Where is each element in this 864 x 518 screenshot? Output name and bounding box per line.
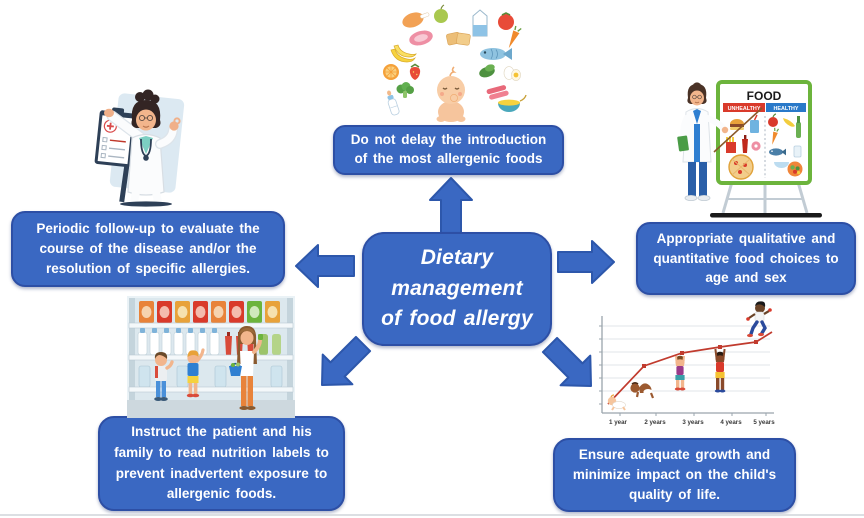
- box-left-follow-up: Periodic follow-up to evaluate the cours…: [11, 211, 285, 287]
- box-bottom-right-growth: Ensure adequate growth and minimize impa…: [553, 438, 796, 512]
- kneeling-child-figure: [674, 355, 686, 391]
- growth-label-3years: 3 years: [682, 419, 704, 426]
- doctor-poster-icon: FOOD UNHEALTHY HEALTHY: [677, 80, 822, 218]
- toddler-figure: [186, 348, 205, 398]
- crawling-baby-figure: [607, 394, 626, 411]
- poster-title: FOOD: [747, 89, 782, 103]
- standing-child-figure: [714, 348, 726, 393]
- poster-healthy-foods: [768, 113, 803, 177]
- doctor-figure: [677, 82, 729, 202]
- running-child-figure: [746, 301, 772, 338]
- easel-base: [710, 213, 822, 218]
- box-right-food-choices: Appropriate qualitative and quantitative…: [636, 222, 856, 295]
- growth-label-5years: 5 years: [753, 419, 775, 426]
- snack-packets-shelf: [139, 301, 280, 323]
- grocery-store-icon: [127, 296, 295, 418]
- pointer-stick: [713, 107, 763, 153]
- poster-unhealthy-foods: [726, 114, 761, 180]
- jars-shelf: [138, 365, 283, 388]
- arrow-down-left: [321, 335, 372, 386]
- bottom-divider: [0, 514, 864, 516]
- center-title-box: Dietary management of food allergy: [362, 232, 552, 346]
- box-top-introduction: Do not delay the introduction of the mos…: [333, 125, 564, 175]
- growth-chart-icon: 1 year 2 years 3 years 4 years 5 years: [599, 301, 775, 426]
- poster-unhealthy-label: UNHEALTHY: [728, 106, 761, 112]
- growth-label-2years: 2 years: [644, 419, 666, 426]
- baby-foods-icon: [383, 4, 527, 125]
- mother-figure: [229, 326, 263, 410]
- grocery-store-illustration: [127, 296, 295, 418]
- growth-label-4years: 4 years: [720, 419, 742, 426]
- growth-label-1year: 1 year: [609, 419, 627, 426]
- doctor-clipboard-illustration: [80, 86, 208, 208]
- box-bottom-left-labels: Instruct the patient and his family to r…: [98, 416, 345, 511]
- growth-chart-illustration: 1 year 2 years 3 years 4 years 5 years: [594, 300, 780, 438]
- baby-foods-illustration: [373, 2, 531, 125]
- doctor-poster-illustration: FOOD UNHEALTHY HEALTHY: [670, 76, 828, 224]
- arrow-right: [557, 240, 615, 284]
- poster-healthy-label: HEALTHY: [773, 106, 798, 112]
- arrow-left: [295, 244, 355, 288]
- doctor-clipboard-icon: [94, 89, 185, 207]
- growth-line: [607, 331, 773, 405]
- baby-icon: [436, 66, 466, 125]
- arrow-up: [429, 177, 473, 235]
- crawling-toddler-figure: [630, 382, 655, 399]
- boy-figure: [154, 352, 174, 401]
